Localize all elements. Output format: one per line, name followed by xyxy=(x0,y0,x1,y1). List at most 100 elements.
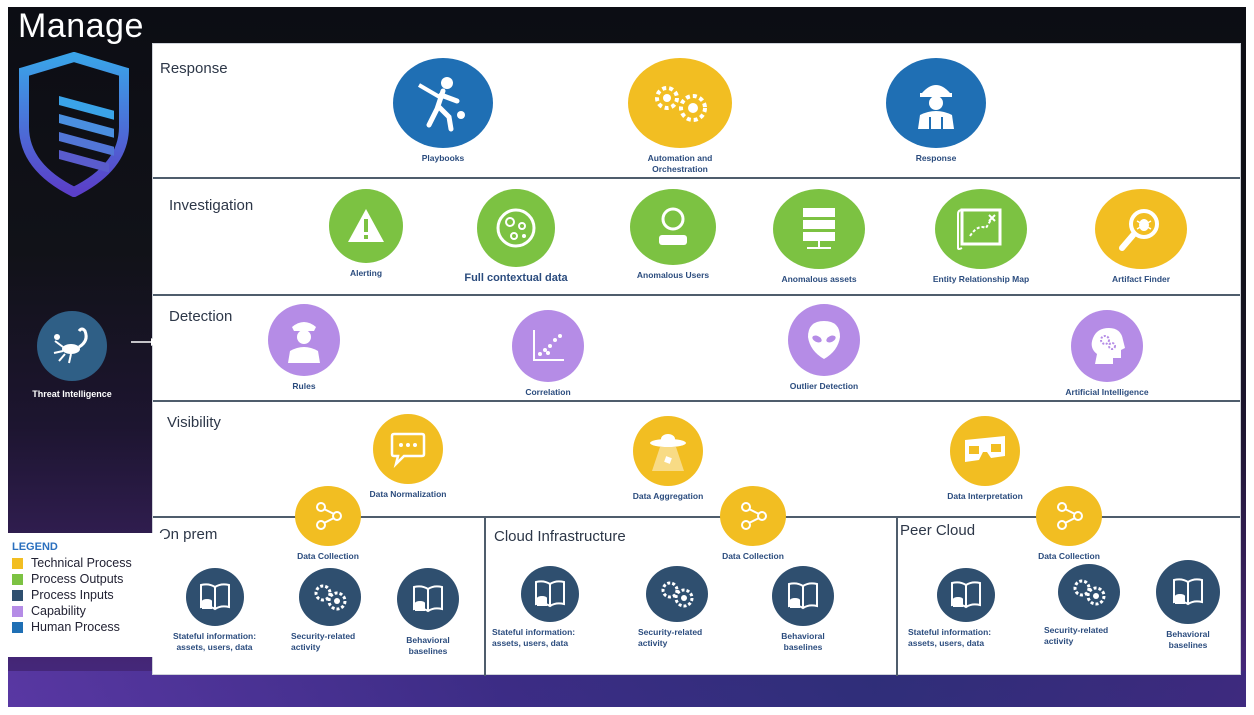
scatter-plot-icon xyxy=(512,310,584,382)
panel-title: Cloud Infrastructure xyxy=(494,528,626,545)
legend-swatch xyxy=(12,621,23,633)
node-data-normalization: Data Normalization xyxy=(353,414,463,500)
section-title: Visibility xyxy=(167,414,221,431)
node-label: Data Aggregation xyxy=(632,491,704,501)
section-investigation: Investigation Alerting Full contextual d… xyxy=(153,181,1240,296)
legend-item: Technical Process xyxy=(12,556,160,570)
gears-icon xyxy=(1058,564,1120,620)
node-stateful-information: Stateful information: assets, users, dat… xyxy=(492,566,607,648)
book-database-icon xyxy=(397,568,459,630)
share-nodes-icon xyxy=(720,486,786,546)
node-label: Data Collection xyxy=(297,551,359,561)
gears-icon xyxy=(646,566,708,622)
node-label: Outlier Detection xyxy=(789,381,859,391)
node-data-collection: Data Collection xyxy=(708,486,798,562)
ufo-icon xyxy=(633,416,703,486)
node-data-interpretation: Data Interpretation xyxy=(925,416,1045,502)
gears-icon xyxy=(628,58,732,148)
panel-title: Peer Cloud xyxy=(900,522,976,539)
shield-logo-icon xyxy=(14,52,134,197)
legend-swatch xyxy=(12,605,23,617)
node-stateful-information: Stateful information: assets, users, dat… xyxy=(908,568,1023,648)
legend-label: Technical Process xyxy=(31,556,132,570)
officer-icon xyxy=(268,304,340,376)
section-title: Detection xyxy=(169,308,233,325)
node-stateful-information: Stateful information: assets, users, dat… xyxy=(157,568,272,652)
warning-icon xyxy=(329,189,403,263)
node-data-collection: Data Collection xyxy=(1024,486,1114,562)
legend-swatch xyxy=(12,589,23,601)
node-label: Correlation xyxy=(525,387,571,397)
node-automation: Automation and Orchestration xyxy=(625,58,735,174)
alien-icon xyxy=(788,304,860,376)
node-label: Artificial Intelligence xyxy=(1065,387,1149,397)
node-entity-relationship-map: Entity Relationship Map xyxy=(921,189,1041,285)
panel-on-prem: On prem Data Collection Stateful informa… xyxy=(153,486,486,676)
node-label: Stateful information: assets, users, dat… xyxy=(908,627,992,648)
node-outlier-detection: Outlier Detection xyxy=(769,304,879,392)
panel-peer-cloud: Peer Cloud Data Collection Stateful info… xyxy=(898,486,1240,676)
node-label: Stateful information: assets, users, dat… xyxy=(492,627,576,648)
arrow-right-icon xyxy=(131,337,159,347)
node-label: Anomalous assets xyxy=(781,274,857,284)
node-label: Rules xyxy=(292,381,316,391)
book-database-icon xyxy=(1156,560,1220,624)
node-anomalous-users: Anomalous Users xyxy=(623,189,723,281)
section-title: Response xyxy=(160,60,228,77)
node-data-aggregation: Data Aggregation xyxy=(613,416,723,502)
panel-cloud-infrastructure: Cloud Infrastructure Data Collection Sta… xyxy=(486,486,898,676)
map-icon xyxy=(935,189,1027,269)
node-label: Data Collection xyxy=(1038,551,1100,561)
gears-icon xyxy=(299,568,361,626)
node-label: Response xyxy=(915,153,957,163)
node-label: Security-related activity xyxy=(1044,625,1109,646)
node-anomalous-assets: Anomalous assets xyxy=(769,189,869,285)
legend-item: Human Process xyxy=(12,620,160,634)
node-label: Data Normalization xyxy=(369,489,447,499)
node-artifact-finder: Artifact Finder xyxy=(1091,189,1191,285)
node-correlation: Correlation xyxy=(503,310,593,398)
speech-bubble-icon xyxy=(373,414,443,484)
section-visibility: Visibility Data Normalization Data Aggre… xyxy=(153,404,1240,516)
section-title: Investigation xyxy=(169,197,254,214)
legend-label: Process Outputs xyxy=(31,572,124,586)
cricket-player-icon xyxy=(393,58,493,148)
node-label: Behavioral baselines xyxy=(1166,629,1210,650)
magnifier-bug-icon xyxy=(1095,189,1187,269)
user-icon xyxy=(630,189,716,265)
node-data-collection: Data Collection xyxy=(283,486,373,562)
panel-title: On prem xyxy=(159,526,218,543)
brain-gears-icon xyxy=(1071,310,1143,382)
node-behavioral-baselines: Behavioral baselines xyxy=(766,566,840,652)
manage-diagram: Response Playbooks Automation and Orches… xyxy=(152,43,1241,676)
node-label: Artifact Finder xyxy=(1111,274,1171,284)
legend-item: Process Outputs xyxy=(12,572,160,586)
firefighter-icon xyxy=(886,58,986,148)
threat-intelligence: Threat Intelligence xyxy=(22,311,122,399)
node-label: Anomalous Users xyxy=(636,270,710,280)
node-playbooks: Playbooks xyxy=(393,58,493,164)
legend-label: Capability xyxy=(31,604,86,618)
section-response: Response Playbooks Automation and Orches… xyxy=(153,44,1240,179)
node-label: Alerting xyxy=(349,268,383,278)
node-label: Data Interpretation xyxy=(947,491,1023,501)
node-rules: Rules xyxy=(261,304,347,392)
3d-glasses-icon xyxy=(950,416,1020,486)
legend: LEGEND Technical Process Process Outputs… xyxy=(8,533,164,657)
legend-swatch xyxy=(12,573,23,585)
section-detection: Detection Rules Correlation Outlier Dete… xyxy=(153,298,1240,402)
node-label: Entity Relationship Map xyxy=(932,274,1030,284)
node-label: Behavioral baselines xyxy=(406,635,450,656)
node-label: Security-related activity xyxy=(638,627,703,648)
node-security-activity: Security-related activity xyxy=(1044,564,1134,646)
page-title: Manage xyxy=(18,7,144,45)
book-database-icon xyxy=(185,568,244,626)
node-behavioral-baselines: Behavioral baselines xyxy=(393,568,463,656)
node-behavioral-baselines: Behavioral baselines xyxy=(1148,560,1228,650)
node-label: Stateful information: assets, users, dat… xyxy=(172,631,257,652)
legend-label: Human Process xyxy=(31,620,120,634)
petri-dish-icon xyxy=(477,189,555,267)
legend-label: Process Inputs xyxy=(31,588,114,602)
node-security-activity: Security-related activity xyxy=(285,568,375,652)
threat-intelligence-label: Threat Intelligence xyxy=(32,389,112,399)
